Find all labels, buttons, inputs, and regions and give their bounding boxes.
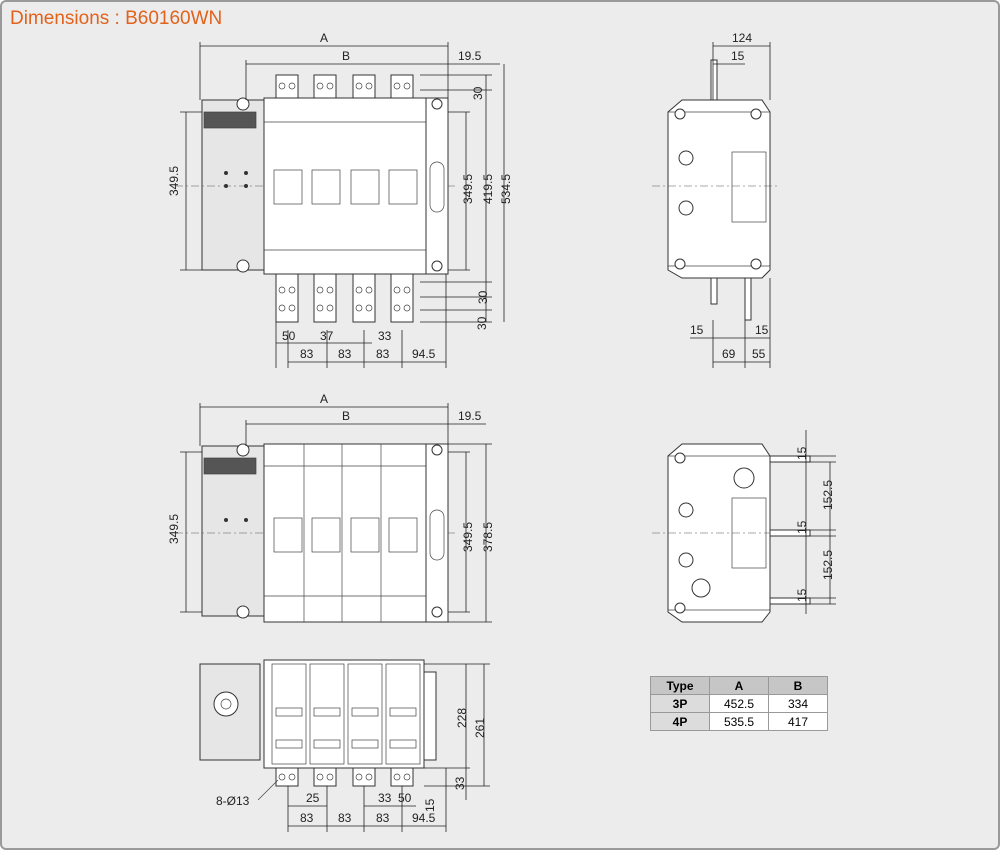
pole-3 [350, 74, 380, 323]
end-plate [425, 97, 449, 275]
front-view-mid: A B 19.5 349.5 349.5 378.5 [167, 392, 495, 623]
dim-152-5-a: 152.5 [821, 480, 835, 510]
table-header-row: Type A B [650, 676, 828, 695]
dim-94-5: 94.5 [412, 811, 436, 825]
dim-349-5-left: 349.5 [167, 166, 181, 196]
terminal-icon [678, 150, 694, 166]
switch-body [263, 443, 427, 623]
dim-83-a: 83 [300, 347, 314, 361]
dim-15-a: 15 [795, 446, 809, 460]
side-view-top: 124 15 15 15 69 55 [652, 31, 780, 368]
pole-4 [388, 74, 418, 323]
table-cell: 535.5 [709, 712, 769, 731]
table-row: 3P 452.5 334 [650, 694, 828, 713]
dim-83-c: 83 [376, 347, 390, 361]
dim-B: B [342, 49, 350, 63]
dim-30-top: 30 [471, 86, 485, 100]
dim-124: 124 [732, 31, 752, 45]
dim-A: A [320, 392, 328, 406]
dim-69: 69 [722, 347, 736, 361]
dim-A: A [320, 31, 328, 45]
mounting-hole-icon [236, 97, 250, 111]
hole-label: 8-Ø13 [216, 794, 250, 808]
terminal-icon [678, 502, 694, 518]
page-title: Dimensions : B60160WN [10, 8, 223, 29]
dim-83-b: 83 [338, 811, 352, 825]
dim-15-br: 15 [755, 323, 769, 337]
table-cell: 3P [650, 694, 710, 713]
mounting-hole-icon [236, 605, 250, 619]
dim-83-a: 83 [300, 811, 314, 825]
table-cell: 452.5 [709, 694, 769, 713]
pole-1 [273, 74, 303, 323]
table-row: 4P 535.5 417 [650, 712, 828, 731]
plan-view-bottom: 228 261 33 15 8-Ø13 25 33 50 83 83 83 94… [199, 659, 490, 832]
dim-B: B [342, 409, 350, 423]
dim-419-5: 419.5 [481, 174, 495, 204]
dim-30-mid: 30 [476, 290, 490, 304]
mounting-hole-icon [431, 260, 443, 272]
dim-25: 25 [306, 791, 320, 805]
dim-349-5-left: 349.5 [167, 514, 181, 544]
dim-55: 55 [752, 347, 766, 361]
dim-15-right: 15 [423, 798, 437, 812]
dim-15-bl: 15 [690, 323, 704, 337]
terminal-block [203, 111, 257, 129]
dim-50: 50 [282, 329, 296, 343]
dimension-table: Type A B 3P 452.5 334 4P 535.5 417 [650, 676, 828, 731]
dim-37: 37 [320, 329, 334, 343]
dim-378-5: 378.5 [481, 522, 495, 552]
terminal-block [203, 457, 257, 475]
table-cell: 334 [768, 694, 828, 713]
terminal-icon [678, 552, 694, 568]
dim-261: 261 [473, 718, 487, 738]
dim-228: 228 [455, 708, 469, 728]
side-body [667, 99, 771, 279]
mounting-hole-icon [236, 259, 250, 273]
switch-body [263, 97, 427, 275]
pole-2 [311, 74, 341, 323]
mounting-hole-icon [431, 98, 443, 110]
dim-15-c: 15 [795, 588, 809, 602]
dim-152-5-b: 152.5 [821, 550, 835, 580]
side-view-mid: 15 152.5 15 152.5 15 [652, 430, 836, 623]
dim-19-5: 19.5 [458, 409, 482, 423]
front-view-top: A B 19.5 30 349.5 349.5 419.5 534.5 30 3… [167, 31, 513, 368]
dim-19-5: 19.5 [458, 49, 482, 63]
dim-33: 33 [378, 329, 392, 343]
shaft-icon [213, 691, 239, 717]
mounting-hole-icon [236, 443, 250, 457]
dim-534-5: 534.5 [499, 174, 513, 204]
terminal-icon [678, 200, 694, 216]
table-header-cell: A [709, 676, 769, 695]
dim-83-b: 83 [338, 347, 352, 361]
dim-30-bot: 30 [475, 316, 489, 330]
end-plate [425, 443, 449, 623]
dim-33-right: 33 [453, 776, 467, 790]
dim-94-5: 94.5 [412, 347, 436, 361]
dim-349-5-right: 349.5 [461, 522, 475, 552]
table-cell: 4P [650, 712, 710, 731]
dim-15-top: 15 [731, 49, 745, 63]
dim-33-bottom: 33 [378, 791, 392, 805]
dim-83-c: 83 [376, 811, 390, 825]
table-header-cell: Type [650, 676, 710, 695]
dim-349-5-right: 349.5 [461, 174, 475, 204]
dim-15-b: 15 [795, 520, 809, 534]
table-header-cell: B [768, 676, 828, 695]
dim-50-bottom: 50 [398, 791, 412, 805]
table-cell: 417 [768, 712, 828, 731]
